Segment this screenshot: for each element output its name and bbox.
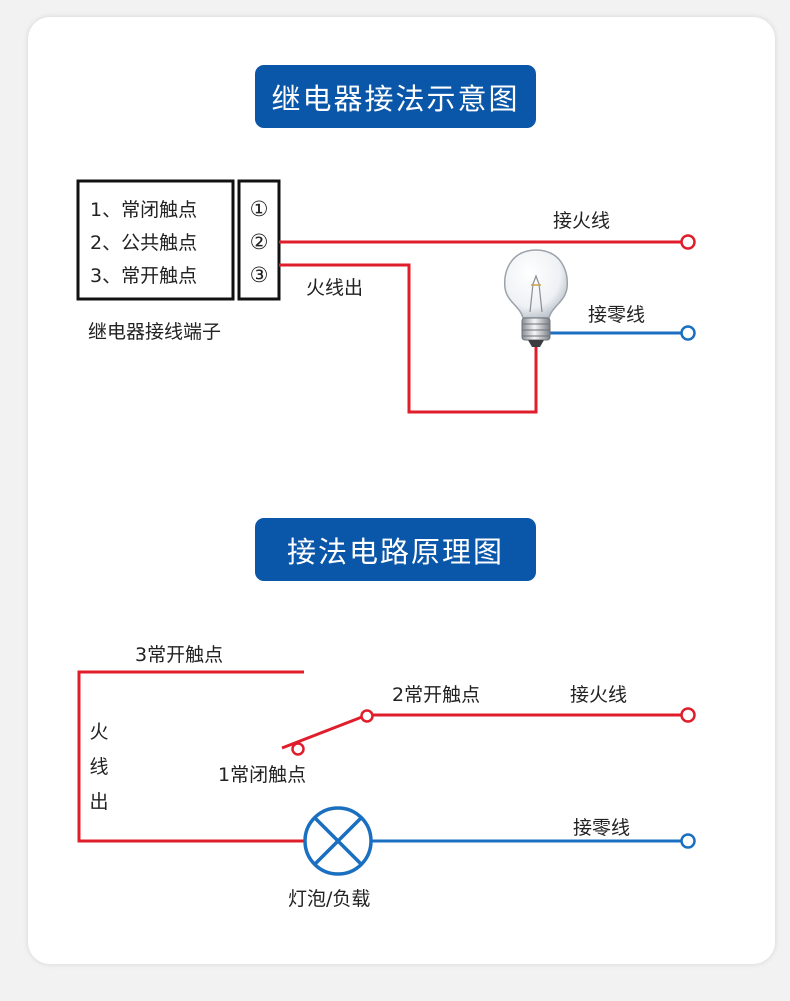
title-circuit-principle: 接法电路原理图	[255, 518, 536, 581]
light-bulb-icon	[503, 249, 569, 347]
live-out-loop-wire	[77, 670, 304, 843]
nc-contact-point	[291, 742, 305, 756]
live-out-char-1: 火	[89, 721, 108, 743]
terminal-number-1: ①	[250, 197, 269, 221]
neutral-label-2: 接零线	[573, 817, 630, 839]
live-in-terminal-2	[680, 707, 696, 723]
neutral-label: 接零线	[588, 304, 645, 326]
lamp-symbol	[303, 806, 373, 876]
live-out-label: 火线出	[306, 277, 363, 299]
live-in-terminal	[680, 234, 696, 250]
switch-arm	[281, 715, 363, 750]
no-contact-3-label: 3常开触点	[135, 644, 223, 666]
diagram-card	[28, 17, 775, 964]
load-label: 灯泡/负载	[288, 888, 370, 910]
neutral-terminal-2	[680, 833, 696, 849]
live-out-char-3: 出	[89, 791, 108, 813]
terminal-list-box	[76, 179, 235, 301]
live-in-label-2: 接火线	[570, 684, 627, 706]
terminal-number-2: ②	[250, 230, 269, 254]
title-relay-wiring: 继电器接法示意图	[255, 65, 536, 128]
neutral-terminal	[680, 325, 696, 341]
no-contact-2-label: 2常开触点	[392, 684, 480, 706]
terminal-2-label: 2、公共触点	[90, 232, 197, 254]
terminal-number-3: ③	[250, 263, 269, 287]
terminal-block-caption: 继电器接线端子	[88, 321, 221, 343]
nc-contact-label: 1常闭触点	[218, 764, 306, 786]
pivot-contact-point	[360, 709, 374, 723]
live-in-label: 接火线	[553, 210, 610, 232]
live-out-wire	[279, 263, 538, 414]
terminal-1-label: 1、常闭触点	[90, 199, 197, 221]
live-out-char-2: 线	[89, 756, 108, 778]
terminal-3-label: 3、常开触点	[90, 265, 197, 287]
terminal-number-box	[237, 179, 281, 301]
